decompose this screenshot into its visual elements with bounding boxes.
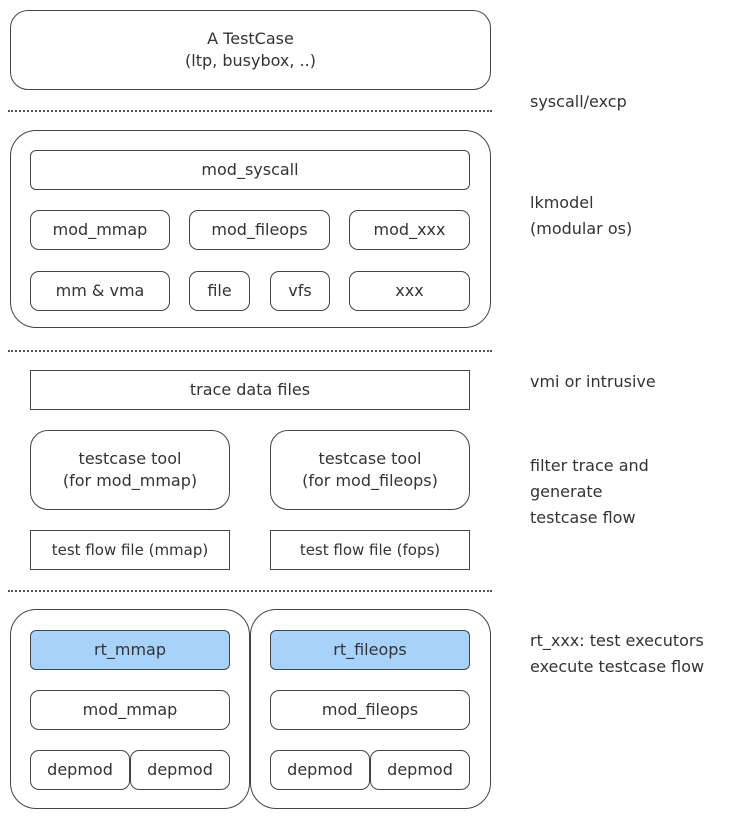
depmod-right-2: depmod — [370, 750, 470, 790]
note-filter: filter trace and generate testcase flow — [530, 453, 649, 531]
trace-data-files-box: trace data files — [30, 370, 470, 410]
mod-fileops-box: mod_fileops — [189, 210, 330, 250]
mod-mmap-box: mod_mmap — [30, 210, 170, 250]
testcase-box: A TestCase (ltp, busybox, ..) — [10, 10, 491, 90]
mod-syscall-box: mod_syscall — [30, 150, 470, 190]
note-rt: rt_xxx: test executors execute testcase … — [530, 628, 704, 680]
rt-fileops-box: rt_fileops — [270, 630, 470, 670]
depmod-left-2: depmod — [130, 750, 230, 790]
note-lkmodel-line1: lkmodel — [530, 193, 594, 212]
separator-syscall — [8, 110, 492, 112]
note-syscall: syscall/excp — [530, 89, 627, 115]
note-vmi: vmi or intrusive — [530, 369, 656, 395]
testcase-tool-fileops-box: testcase tool (for mod_fileops) — [270, 430, 470, 510]
tool-fileops-title: testcase tool — [318, 449, 422, 468]
note-filter-line1: filter trace and — [530, 456, 649, 475]
flow-file-mmap-box: test flow file (mmap) — [30, 530, 230, 570]
xxx-box: xxx — [349, 271, 470, 311]
depmod-left-1: depmod — [30, 750, 130, 790]
depmod-right-1: depmod — [270, 750, 370, 790]
testcase-tool-mmap-box: testcase tool (for mod_mmap) — [30, 430, 230, 510]
mod-xxx-box: mod_xxx — [349, 210, 470, 250]
note-filter-line3: testcase flow — [530, 508, 636, 527]
rt-mmap-box: rt_mmap — [30, 630, 230, 670]
note-rt-line1: rt_xxx: test executors — [530, 631, 704, 650]
tool-mmap-subtitle: (for mod_mmap) — [62, 471, 198, 490]
file-box: file — [189, 271, 250, 311]
flow-file-fops-box: test flow file (fops) — [270, 530, 470, 570]
note-lkmodel-line2: (modular os) — [530, 219, 633, 238]
mm-vma-box: mm & vma — [30, 271, 170, 311]
exec-mod-fileops-box: mod_fileops — [270, 690, 470, 730]
separator-executors — [8, 590, 492, 592]
note-vmi-text: vmi or intrusive — [530, 372, 656, 391]
exec-mod-mmap-box: mod_mmap — [30, 690, 230, 730]
note-syscall-text: syscall/excp — [530, 92, 627, 111]
note-filter-line2: generate — [530, 482, 603, 501]
testcase-subtitle: (ltp, busybox, ..) — [185, 51, 316, 70]
tool-mmap-title: testcase tool — [78, 449, 182, 468]
testcase-title: A TestCase — [207, 29, 294, 48]
vfs-box: vfs — [270, 271, 330, 311]
tool-fileops-subtitle: (for mod_fileops) — [302, 471, 438, 490]
note-rt-line2: execute testcase flow — [530, 657, 705, 676]
note-lkmodel: lkmodel (modular os) — [530, 190, 632, 242]
separator-lkmodel — [8, 350, 492, 352]
